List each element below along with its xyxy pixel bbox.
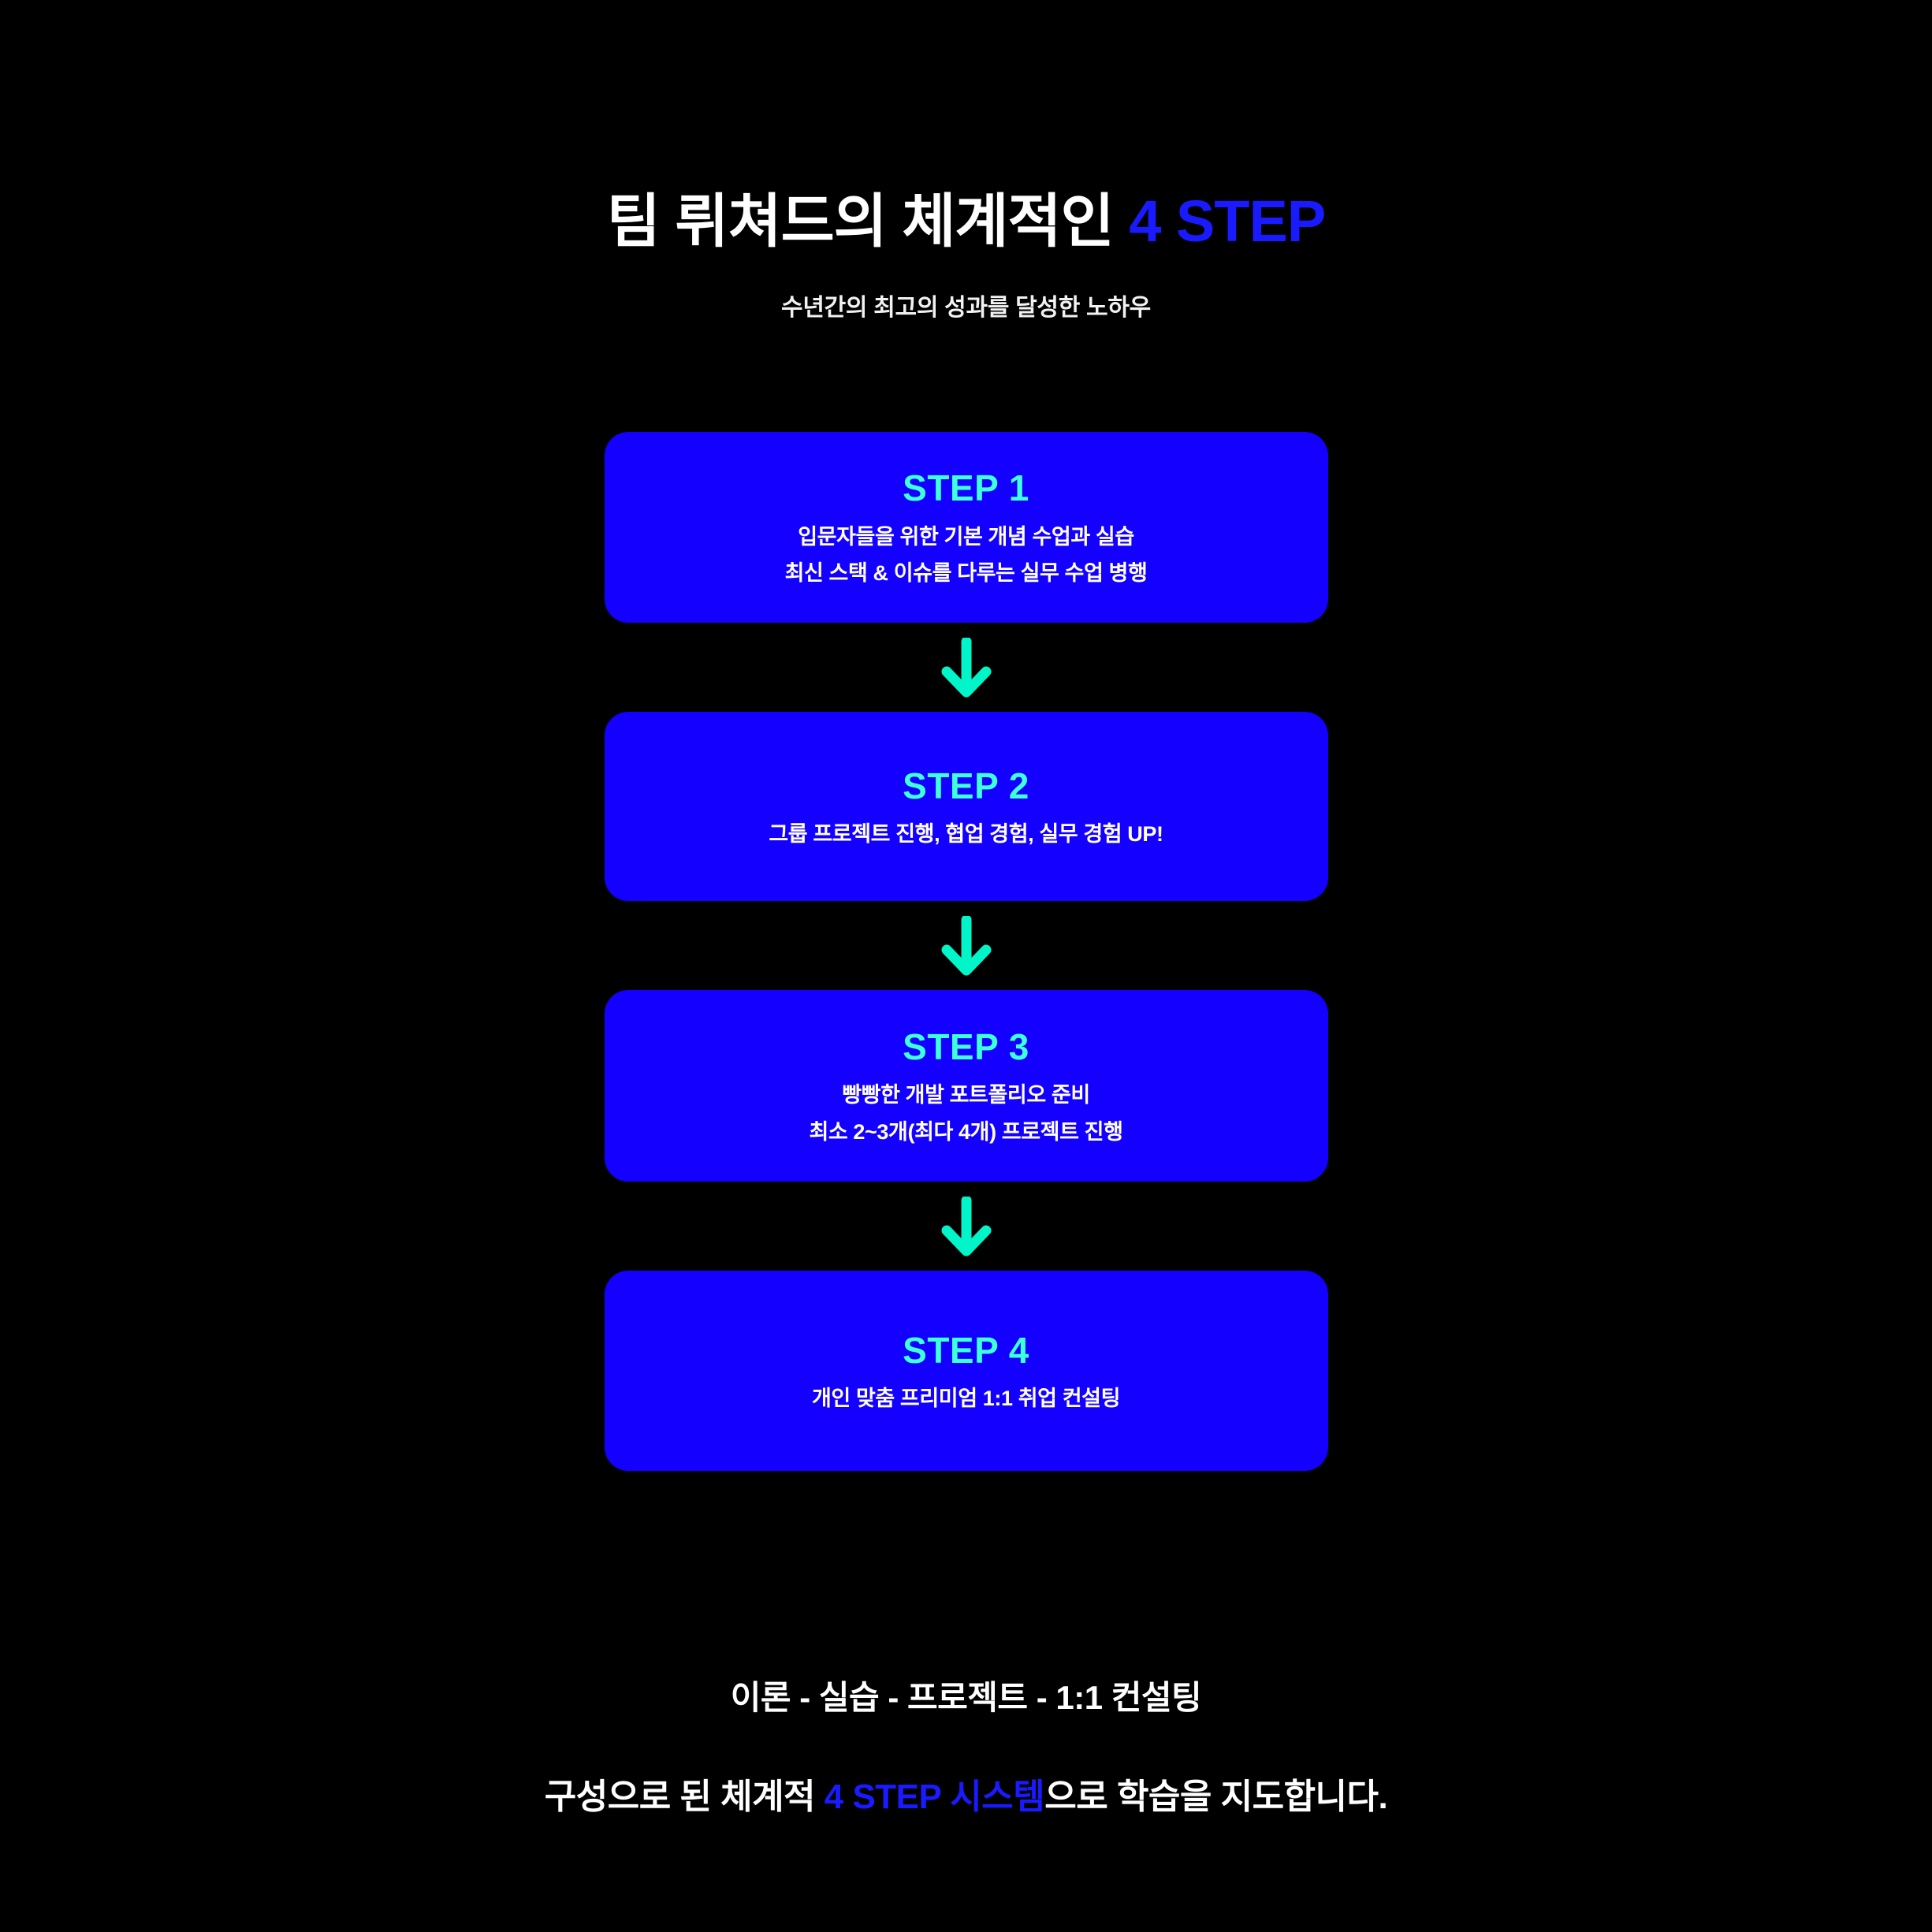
- step-body-3: 빵빵한 개발 포트폴리오 준비 최소 2~3개(최다 4개) 프로젝트 진행: [809, 1082, 1122, 1145]
- footer-summary-line: 이론 - 실습 - 프로젝트 - 1:1 컨설팅: [730, 1679, 1202, 1716]
- step-title-2: STEP 2: [903, 765, 1029, 806]
- step-card-4[interactable]: STEP 4 개인 맞춤 프리미엄 1:1 취업 컨설팅: [604, 1271, 1328, 1471]
- page-title-accent: 4 STEP: [1129, 188, 1326, 254]
- page-title-main: 팀 뤼쳐드의 체계적인: [606, 188, 1130, 254]
- step-body-2: 그룹 프로젝트 진행, 협업 경험, 실무 경험 UP!: [769, 821, 1163, 847]
- page-subtitle: 수년간의 최고의 성과를 달성한 노하우: [781, 294, 1151, 321]
- step-body-4: 개인 맞춤 프리미엄 1:1 취업 컨설팅: [812, 1386, 1120, 1411]
- step-title-1: STEP 1: [903, 467, 1029, 509]
- footer-closing-accent: 4 STEP 시스템: [824, 1778, 1045, 1816]
- arrow-down-icon: [939, 1197, 994, 1256]
- step-card-3[interactable]: STEP 3 빵빵한 개발 포트폴리오 준비 최소 2~3개(최다 4개) 프로…: [604, 990, 1328, 1182]
- step-card-2[interactable]: STEP 2 그룹 프로젝트 진행, 협업 경험, 실무 경험 UP!: [604, 712, 1328, 901]
- footer-closing-prefix: 구성으로 된 체계적: [544, 1778, 825, 1816]
- arrow-down-icon: [939, 638, 994, 698]
- step-title-3: STEP 3: [903, 1026, 1029, 1067]
- footer-closing-suffix: 으로 학습을 지도합니다.: [1044, 1778, 1388, 1816]
- page-header: 팀 뤼쳐드의 체계적인 4 STEP 수년간의 최고의 성과를 달성한 노하우: [0, 188, 1932, 322]
- page-footer: 이론 - 실습 - 프로젝트 - 1:1 컨설팅 구성으로 된 체계적 4 ST…: [0, 1671, 1932, 1818]
- step-line: 빵빵한 개발 포트폴리오 준비: [842, 1083, 1090, 1107]
- step-line: 그룹 프로젝트 진행, 협업 경험, 실무 경험 UP!: [769, 822, 1163, 847]
- step-card-1[interactable]: STEP 1 입문자들을 위한 기본 개념 수업과 실습 최신 스택 & 이슈를…: [604, 432, 1328, 623]
- step-flow: STEP 1 입문자들을 위한 기본 개념 수업과 실습 최신 스택 & 이슈를…: [0, 432, 1932, 1471]
- step-line: 입문자들을 위한 기본 개념 수업과 실습: [798, 524, 1134, 549]
- step-line: 개인 맞춤 프리미엄 1:1 취업 컨설팅: [811, 1387, 1121, 1411]
- step-body-1: 입문자들을 위한 기본 개념 수업과 실습 최신 스택 & 이슈를 다루는 실무…: [785, 524, 1148, 586]
- step-title-4: STEP 4: [903, 1329, 1029, 1371]
- step-line: 최신 스택 & 이슈를 다루는 실무 수업 병행: [784, 561, 1148, 586]
- footer-closing-line: 구성으로 된 체계적 4 STEP 시스템으로 학습을 지도합니다.: [0, 1768, 1932, 1818]
- page-title: 팀 뤼쳐드의 체계적인 4 STEP: [0, 188, 1932, 255]
- step-line: 최소 2~3개(최다 4개) 프로젝트 진행: [809, 1119, 1123, 1144]
- arrow-down-icon: [939, 916, 994, 976]
